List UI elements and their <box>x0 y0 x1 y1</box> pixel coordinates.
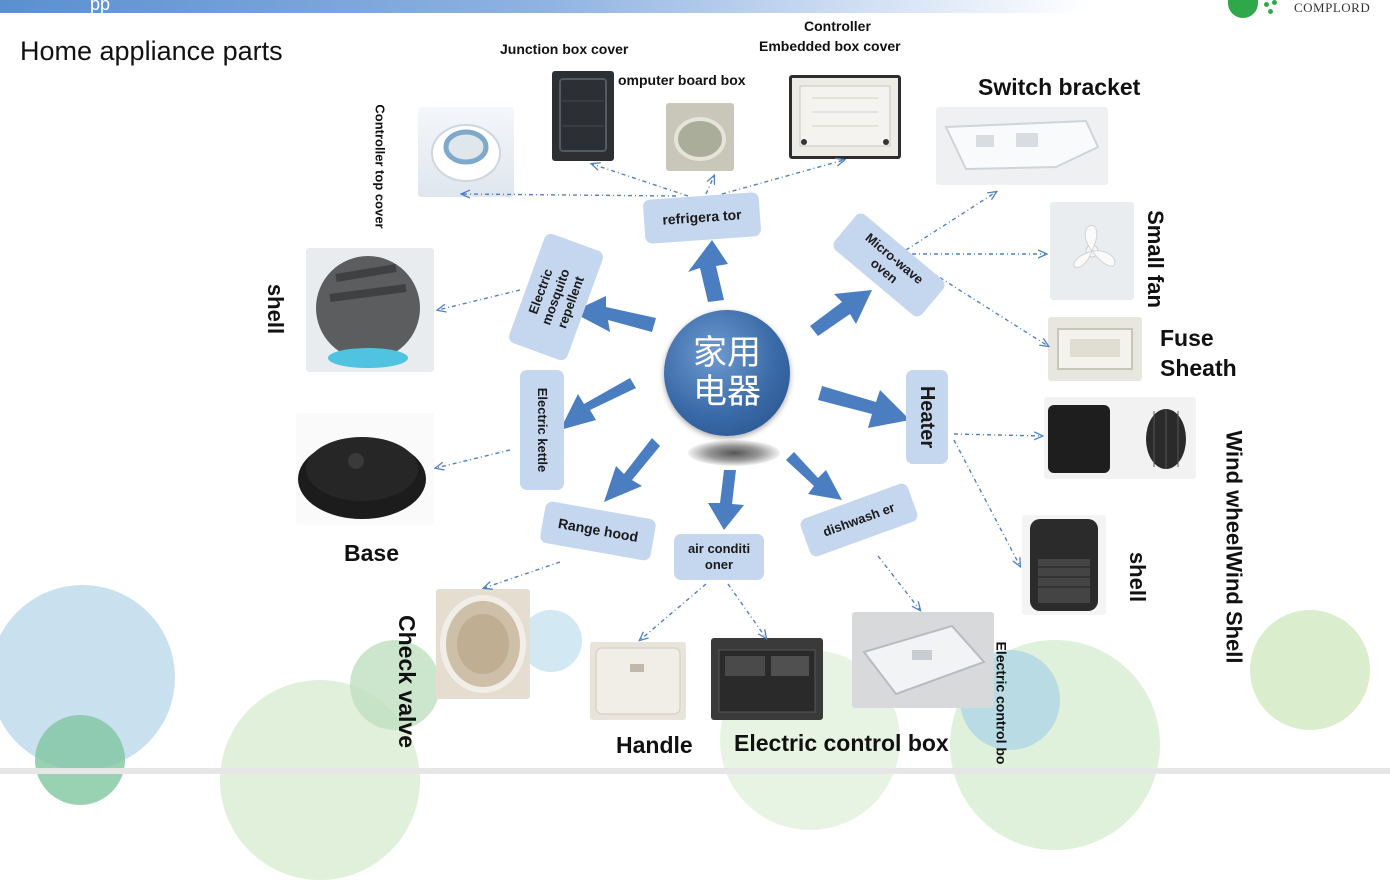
wind-wheel-shell-photo <box>1044 397 1196 479</box>
kettle-base-photo <box>296 413 434 525</box>
leader-to-switch-bracket <box>905 192 996 251</box>
brand-name: COMPLORD <box>1294 0 1371 15</box>
arrow-to-mosquito <box>572 296 656 332</box>
label-small-fan: Small fan <box>1142 210 1168 308</box>
leader-to-computer-board <box>705 176 714 195</box>
hub-label: 家用电器 <box>693 332 761 412</box>
arrow-to-air-conditioner <box>708 470 744 530</box>
logo-mark-icon <box>1228 0 1258 18</box>
label-handle: Handle <box>616 732 693 758</box>
junction-box-cover-photo <box>552 71 614 161</box>
leader-to-controller-top <box>462 194 677 196</box>
logo-dot-icon <box>1272 0 1277 5</box>
label-fuse: Fuse <box>1160 325 1214 351</box>
leader-to-control-box <box>727 583 766 638</box>
label-heater-shell: shell <box>1125 551 1151 603</box>
controller-top-cover-photo <box>418 107 514 197</box>
category-air-conditioner: air conditi oner <box>674 534 764 580</box>
leader-to-mosquito-shell <box>438 289 521 310</box>
label-check-valve: Check valve <box>393 615 420 748</box>
computer-board-box-photo <box>666 103 734 171</box>
connector-layer <box>0 0 1390 774</box>
label-mosquito-shell: shell <box>263 283 289 335</box>
leader-to-fuse-sheath <box>911 259 1048 346</box>
leader-to-wind-wheel <box>953 434 1042 436</box>
label-controller-top-cover: Controller top cover <box>372 104 388 229</box>
small-fan-photo <box>1050 202 1134 300</box>
category-refrigerator: refrigera tor <box>642 192 762 244</box>
embedded-box-cover-photo <box>789 75 901 159</box>
electric-control-box-photo <box>711 638 823 720</box>
label-junction-box-cover: Junction box cover <box>500 41 629 57</box>
leader-to-handle <box>640 583 707 640</box>
label-electric-control-box-vertical: Electric control bo <box>993 641 1010 765</box>
arrow-to-heater <box>818 386 910 428</box>
page-title: Home appliance parts <box>20 36 283 66</box>
footer-line <box>0 768 1390 774</box>
leader-to-junction-box <box>592 164 689 197</box>
label-base: Base <box>344 540 399 566</box>
leader-to-heater-shell <box>953 439 1020 566</box>
dishwasher-control-box-photo <box>852 612 994 708</box>
logo-dot-icon <box>1264 2 1269 7</box>
arrow-to-dishwasher <box>786 452 842 500</box>
decor-bubble <box>1250 610 1370 730</box>
hub-node: 家用电器 <box>664 310 790 436</box>
leader-to-kettle-base <box>436 449 511 468</box>
mosquito-repellent-shell-photo <box>306 248 434 372</box>
brand-logo: COMPLORD <box>1228 0 1390 26</box>
arrow-to-microwave <box>810 290 872 336</box>
label-wind-wheel-shell: Wind wheelWind Shell <box>1221 430 1247 664</box>
decor-bubble <box>350 640 440 730</box>
hub-shadow <box>688 440 780 466</box>
heater-shell-photo <box>1022 515 1106 615</box>
category-electric-kettle: Electric kettle <box>520 370 564 490</box>
title-bar-text: pp <box>90 0 111 14</box>
label-controller: Controller <box>804 18 871 34</box>
title-bar: pp <box>0 0 1090 14</box>
label-computer-board-box: omputer board box <box>618 72 746 88</box>
arrow-to-refrigerator <box>688 240 728 302</box>
label-switch-bracket: Switch bracket <box>978 74 1141 100</box>
arrow-to-range-hood <box>604 438 660 502</box>
label-electric-control-box: Electric control box <box>734 730 949 756</box>
leader-to-embedded-box <box>721 160 844 195</box>
category-heater: Heater <box>906 370 948 464</box>
label-embedded-box-cover: Embedded box cover <box>759 38 901 54</box>
decor-bubble <box>520 610 582 672</box>
label-sheath: Sheath <box>1160 355 1237 381</box>
leader-to-check-valve <box>484 561 561 588</box>
check-valve-photo <box>436 589 530 699</box>
fuse-sheath-photo <box>1048 317 1142 381</box>
switch-bracket-photo <box>936 107 1108 185</box>
arrow-to-kettle <box>560 378 636 430</box>
logo-dot-icon <box>1268 9 1273 14</box>
handle-photo <box>590 642 686 720</box>
leader-to-dishwasher-box <box>877 555 920 610</box>
